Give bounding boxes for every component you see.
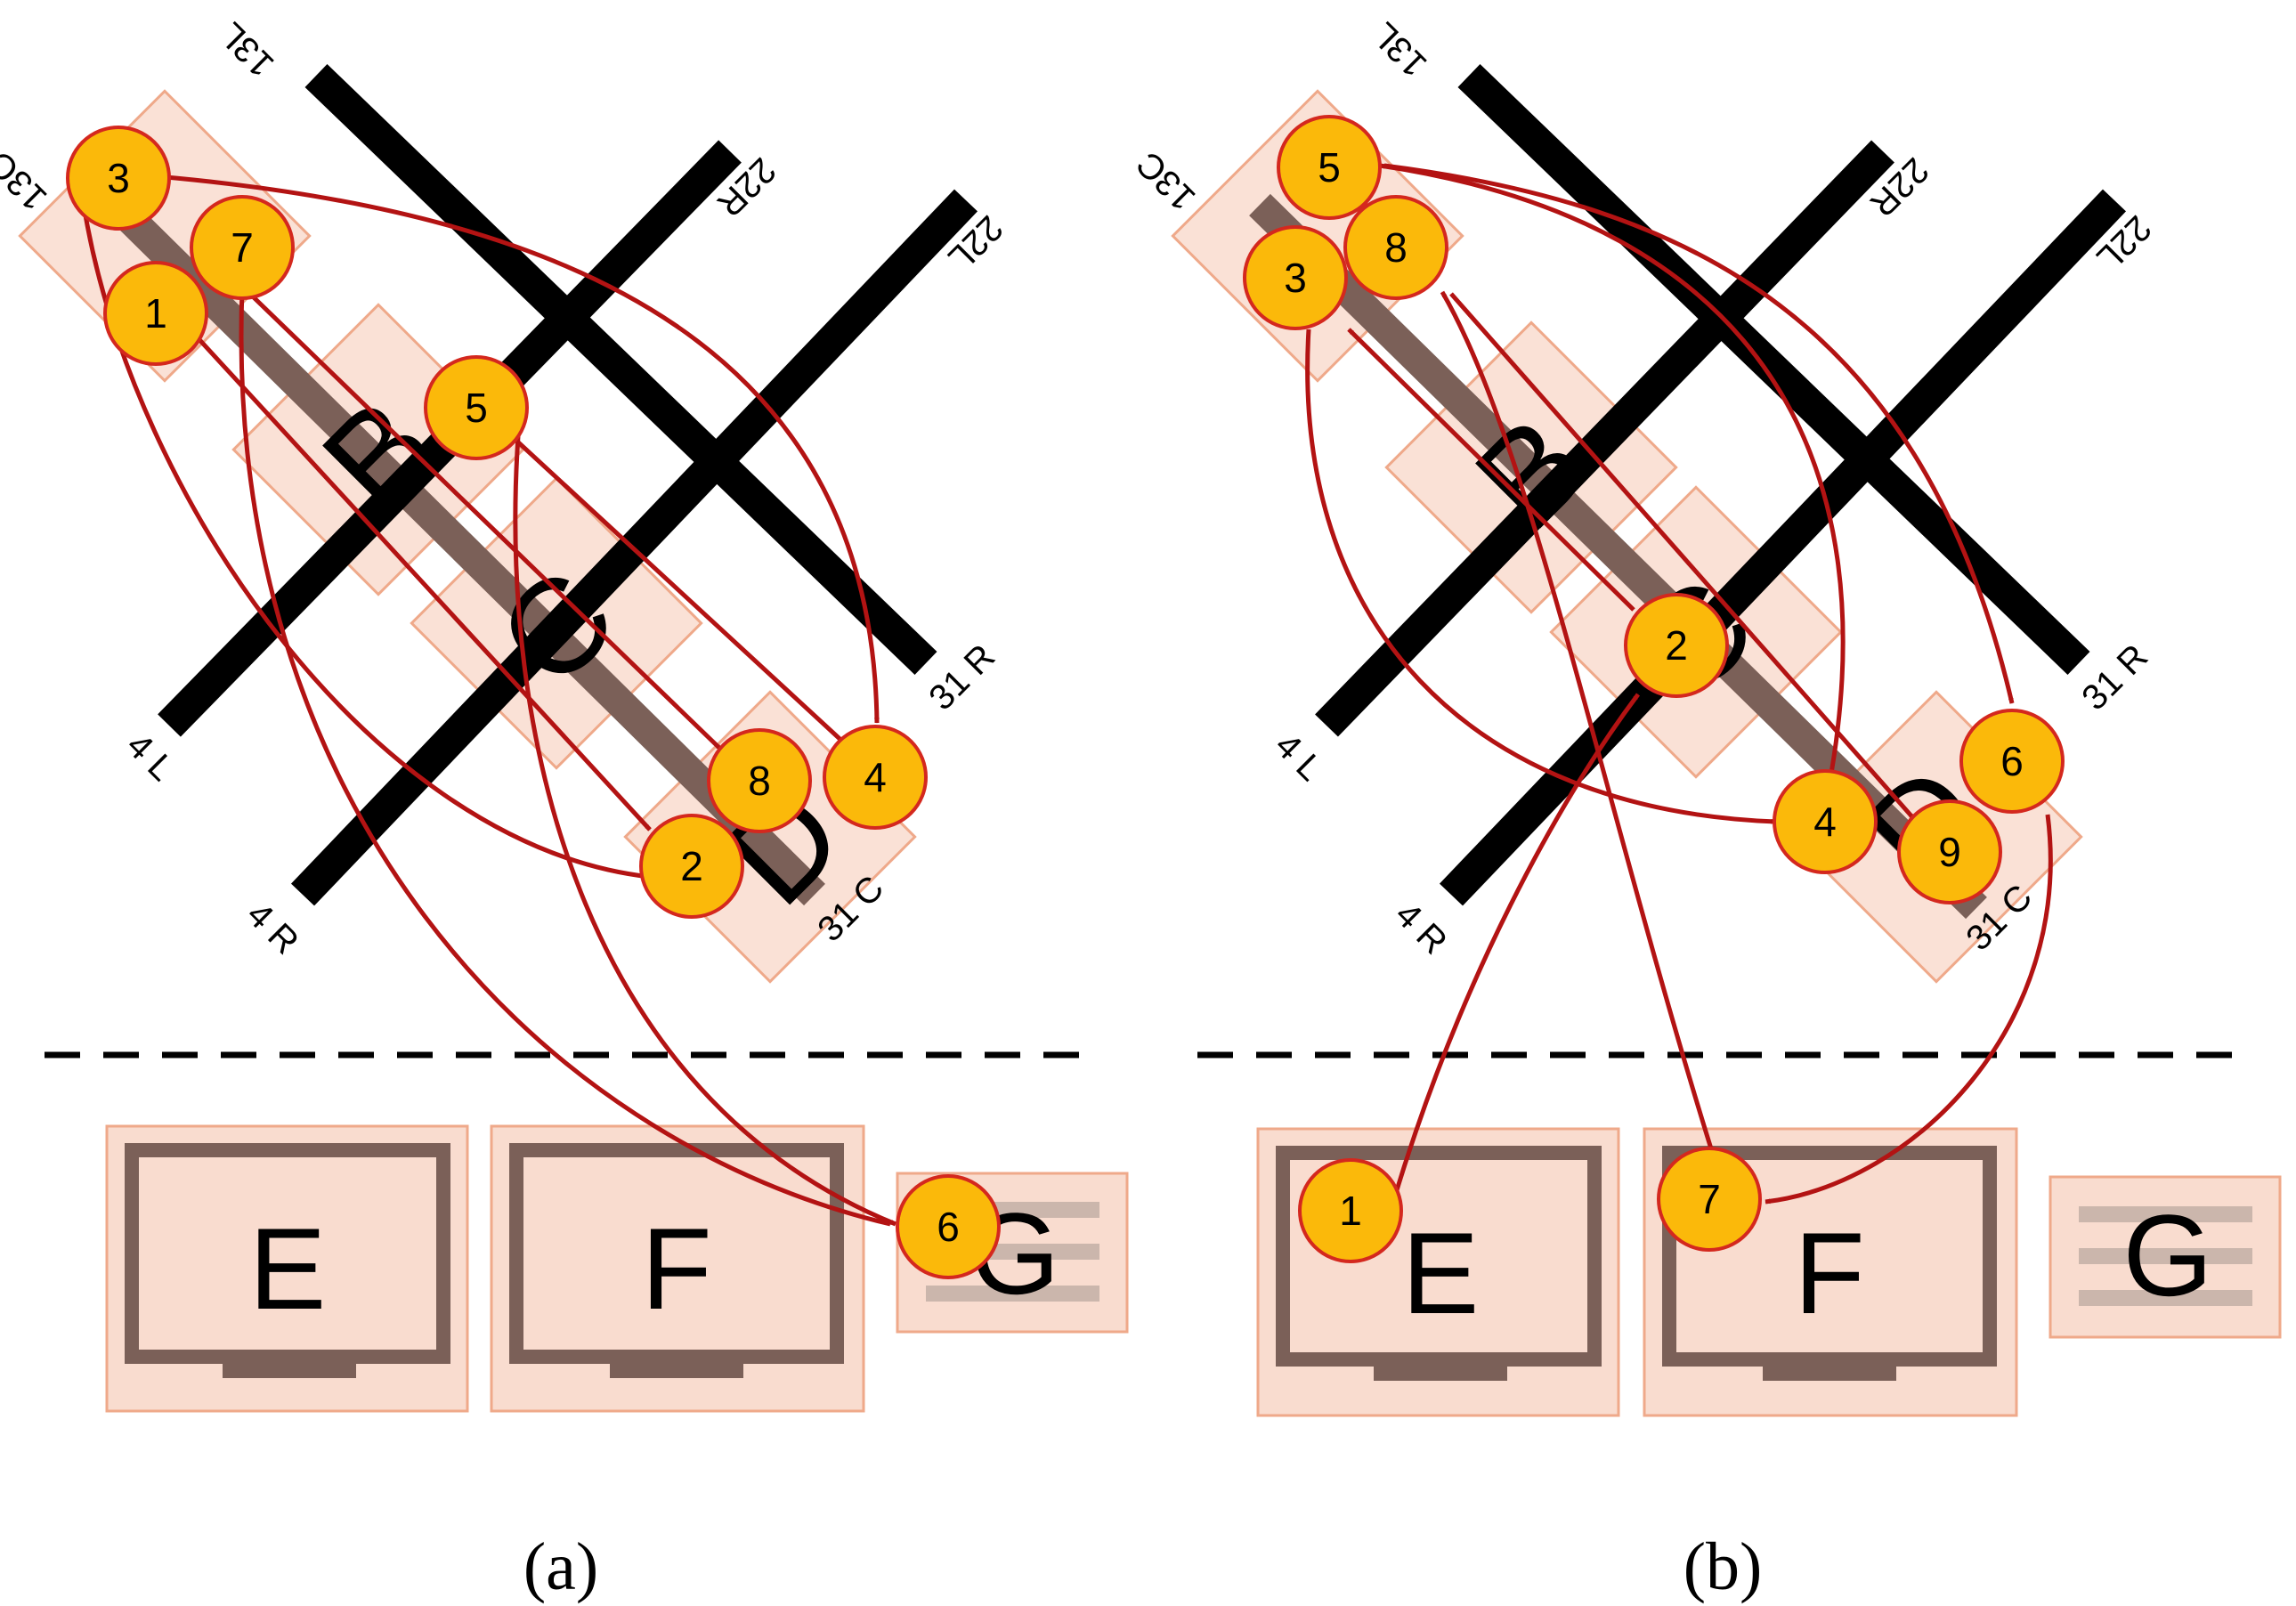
caption-b: (b)	[1683, 1529, 1763, 1604]
transition-8-9	[1449, 292, 1916, 821]
runway-label-13l: 13L	[212, 14, 281, 84]
panel-b: B C D 13L 22R 22L 13C 31 R 4 L 4 R 31 C …	[1129, 14, 2282, 1604]
fixation-label-6: 6	[937, 1204, 960, 1250]
aoi-f-monitor: F	[490, 1124, 865, 1413]
aoi-letter-e: E	[1402, 1208, 1480, 1338]
transition-4-5	[513, 437, 861, 758]
fixation-nodes	[66, 126, 1001, 1279]
panel-a: B C D 13L 22R 22L 13C 31 R 4 L 4 R 31 C …	[0, 14, 1129, 1604]
transition-5-6	[513, 435, 896, 1227]
fixation-node-5	[424, 355, 529, 460]
fixation-label-2: 2	[1665, 622, 1688, 669]
fixation-labels: 5 8 3 2 6 4 9 1 7	[1284, 144, 2024, 1234]
fixation-node-8	[707, 728, 812, 833]
runway-label-4l: 4 L	[119, 726, 182, 788]
transition-arrows	[82, 174, 896, 1227]
transition-1-2	[151, 288, 652, 831]
aoi-letter-f: F	[1794, 1208, 1864, 1338]
fixation-node-7	[190, 195, 295, 300]
fixation-node-6	[1959, 709, 2065, 814]
aoi-e-monitor: E	[1256, 1127, 1620, 1417]
fixation-node-1	[103, 261, 208, 366]
fixation-node-3	[66, 126, 171, 231]
fixation-label-1: 1	[144, 290, 167, 337]
fixation-node-4	[1773, 769, 1878, 874]
aoi-letter-f: F	[641, 1204, 711, 1334]
runway-label-4l: 4 L	[1268, 726, 1330, 788]
transition-4-5	[1379, 163, 1846, 784]
fixation-label-8: 8	[748, 758, 771, 804]
fixation-node-2	[1624, 593, 1729, 698]
fixation-label-5: 5	[1318, 144, 1341, 191]
runway-13c-31c	[105, 193, 825, 906]
fixation-label-7: 7	[231, 224, 254, 271]
transition-7-8	[1440, 290, 1716, 1158]
runway-label-13c: 13C	[0, 144, 54, 218]
transition-7-8	[228, 272, 723, 751]
aoi-g-panel: G	[896, 1172, 1129, 1334]
aoi-letter-e: E	[249, 1204, 327, 1334]
fixation-label-4: 4	[1813, 799, 1837, 845]
transition-3-4	[1305, 328, 1777, 824]
aoi-letter-g: G	[2122, 1190, 2212, 1320]
fixation-label-4: 4	[864, 754, 887, 800]
fixation-node-2	[639, 814, 744, 919]
fixation-label-8: 8	[1384, 224, 1408, 271]
runway-13l-31r	[1457, 64, 2090, 675]
fixation-labels: 3 7 1 5 8 4 2 6	[107, 155, 960, 1250]
fixation-label-7: 7	[1698, 1176, 1721, 1222]
runway-label-13c: 13C	[1129, 144, 1203, 218]
fixation-node-3	[1243, 225, 1348, 330]
transition-6-7	[1765, 814, 2053, 1204]
transition-2-3	[1347, 328, 1635, 612]
runway-label-13l: 13L	[1365, 14, 1434, 84]
fixation-node-8	[1343, 195, 1448, 300]
runway-13l-31r	[304, 64, 937, 675]
fixation-label-3: 3	[1284, 255, 1307, 301]
fixation-label-3: 3	[107, 155, 130, 201]
transition-1-2	[1391, 693, 1641, 1203]
fixation-label-2: 2	[680, 843, 703, 889]
fixation-node-5	[1277, 115, 1382, 220]
aoi-e-monitor: E	[105, 1124, 469, 1413]
fixation-node-7	[1657, 1147, 1762, 1252]
aoi-g-panel: G	[2049, 1175, 2282, 1339]
transition-5-6	[1383, 163, 2015, 704]
fixation-label-6: 6	[2000, 738, 2024, 784]
fixation-nodes	[1243, 115, 2065, 1263]
transition-3-4	[155, 174, 880, 724]
runway-label-4r: 4 R	[1388, 895, 1455, 961]
transition-arrows	[1305, 163, 2053, 1204]
fixation-node-9	[1897, 799, 2002, 904]
fixation-label-5: 5	[465, 385, 488, 431]
fixation-label-9: 9	[1938, 829, 1961, 875]
runway-label-4r: 4 R	[239, 895, 306, 961]
runway-4l-22r	[1315, 140, 1894, 737]
fixation-label-1: 1	[1339, 1188, 1362, 1234]
fixation-node-4	[823, 725, 928, 830]
transition-6-7	[239, 288, 891, 1227]
fixation-node-6	[896, 1174, 1001, 1279]
fixation-node-1	[1298, 1158, 1403, 1263]
caption-a: (a)	[523, 1529, 598, 1604]
